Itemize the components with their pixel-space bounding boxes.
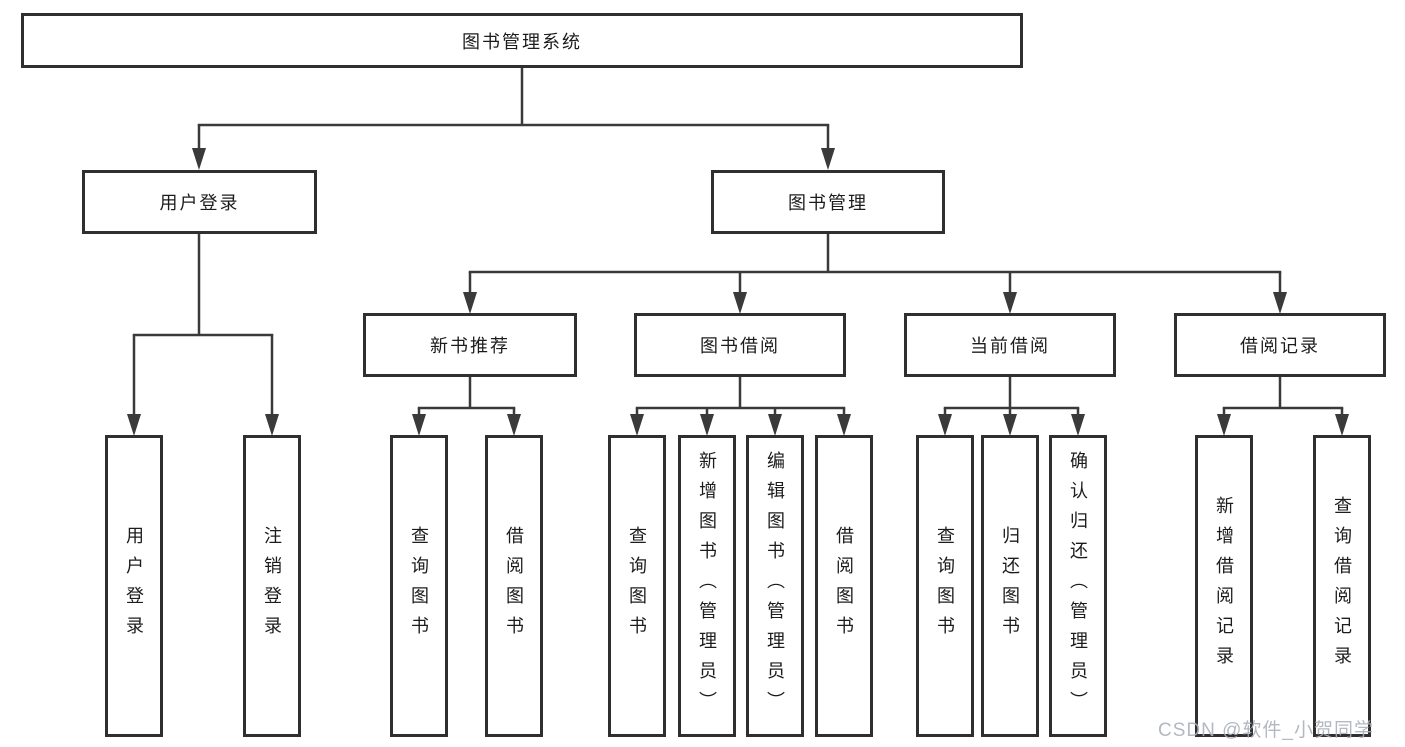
connector-current-to-leaves [938, 377, 1085, 436]
leaf-logout: 注销登录 [243, 435, 301, 737]
node-book-borrowing: 图书借阅 [634, 313, 846, 377]
connector-borrow-to-leaves [630, 377, 851, 436]
leaf-query-borrow-record: 查询借阅记录 [1313, 435, 1371, 737]
leaf-borrow-books: 借阅图书 [815, 435, 873, 737]
leaf-edit-books-admin: 编辑图书（管理员） [746, 435, 804, 737]
connector-userlogin-to-leaves [127, 234, 279, 436]
leaf-confirm-return-admin: 确认归还（管理员） [1049, 435, 1107, 737]
node-borrowing-records: 借阅记录 [1174, 313, 1386, 377]
leaf-user-login: 用户登录 [105, 435, 163, 737]
node-user-login: 用户登录 [82, 170, 317, 234]
leaf-query-books-recommend: 查询图书 [390, 435, 448, 737]
connector-records-to-leaves [1217, 377, 1349, 436]
leaf-query-books-borrow: 查询图书 [608, 435, 666, 737]
connector-newbooks-to-leaves [412, 377, 521, 436]
leaf-add-borrow-record: 新增借阅记录 [1195, 435, 1253, 737]
connector-bookmgmt-to-level3 [463, 234, 1287, 314]
csdn-watermark: CSDN @软件_小贺同学 [1158, 720, 1374, 741]
node-library-management-system: 图书管理系统 [21, 13, 1023, 68]
node-current-borrowing: 当前借阅 [904, 313, 1116, 377]
leaf-return-books: 归还图书 [981, 435, 1039, 737]
leaf-borrow-books-recommend: 借阅图书 [485, 435, 543, 737]
connector-root-to-level2 [192, 68, 835, 170]
node-new-book-recommend: 新书推荐 [363, 313, 577, 377]
node-book-management: 图书管理 [711, 170, 945, 234]
leaf-add-books-admin: 新增图书（管理员） [678, 435, 736, 737]
leaf-query-books-current: 查询图书 [916, 435, 974, 737]
